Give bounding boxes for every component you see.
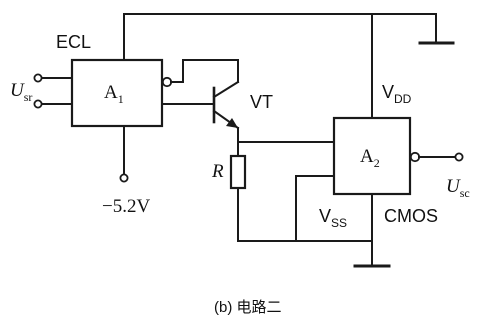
cmos-label: CMOS <box>384 206 438 226</box>
a1-label: A1 <box>104 82 124 106</box>
resistor-r <box>229 154 247 190</box>
vss-bus <box>237 175 373 267</box>
a2-inverted-output <box>409 151 464 163</box>
top-supply-rail <box>123 13 437 61</box>
vt-label: VT <box>250 92 273 112</box>
a1-inverted-output <box>161 59 239 88</box>
input-terminals <box>33 73 73 109</box>
ecl-label: ECL <box>56 32 91 52</box>
a1-block <box>70 58 164 128</box>
vdd-label: VDD <box>382 82 412 106</box>
output-voltage-label: Usc <box>446 176 470 200</box>
figure-caption: (b) 电路二 <box>214 299 282 316</box>
resistor-label: R <box>211 161 224 182</box>
neg-supply-label: −5.2V <box>102 196 150 217</box>
a2-label: A2 <box>360 146 380 170</box>
vss-label: VSS <box>319 206 347 230</box>
transistor-vt <box>212 80 240 130</box>
neg-supply-wire <box>119 125 129 183</box>
input-voltage-label: Usr <box>10 80 32 104</box>
